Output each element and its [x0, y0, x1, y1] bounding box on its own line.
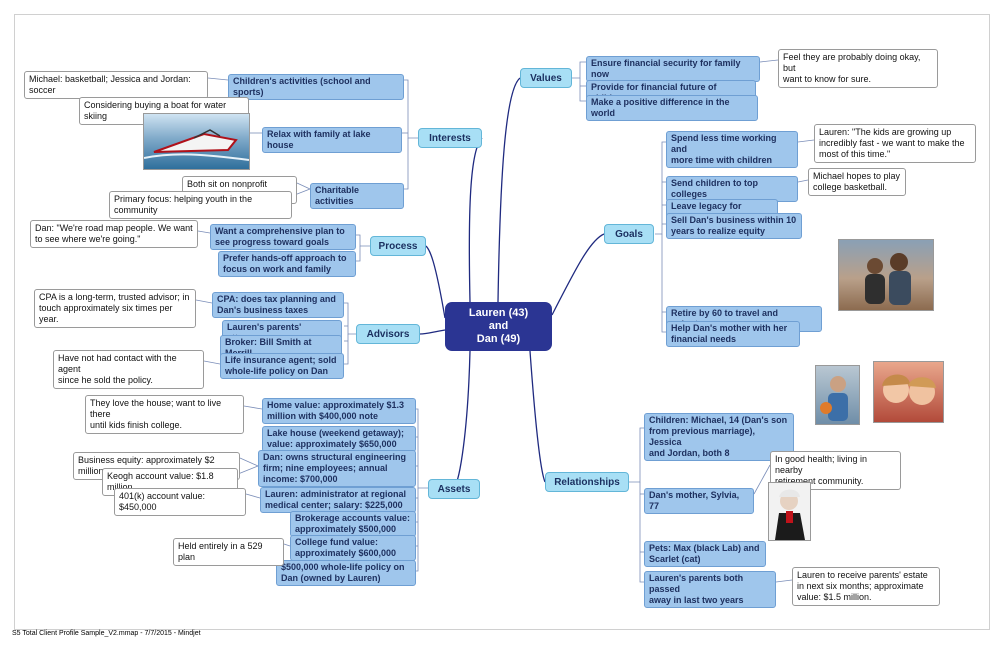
central-line-1: Lauren (43) — [468, 307, 529, 319]
sylvia-photo — [768, 482, 811, 541]
couple-photo — [838, 239, 934, 311]
assets-college-fund[interactable]: College fund value: approximately $600,0… — [290, 535, 416, 561]
assets-lauren-salary[interactable]: Lauren: administrator at regional medica… — [260, 487, 416, 513]
central-node[interactable]: Lauren (43) and Dan (49) — [445, 302, 552, 351]
values-note: Feel they are probably doing okay, but w… — [778, 49, 938, 88]
relationships-note-estate: Lauren to receive parents' estate in nex… — [792, 567, 940, 606]
relationships-pets[interactable]: Pets: Max (black Lab) and Scarlet (cat) — [644, 541, 766, 567]
topic-advisors[interactable]: Advisors — [356, 324, 420, 344]
advisors-note-cpa: CPA is a long-term, trusted advisor; in … — [34, 289, 196, 328]
relationships-parents[interactable]: Lauren's parents both passed away in las… — [644, 571, 776, 608]
assets-home[interactable]: Home value: approximately $1.3 million w… — [262, 398, 416, 424]
central-line-3: Dan (49) — [476, 333, 521, 345]
topic-interests[interactable]: Interests — [418, 128, 482, 148]
goals-colleges[interactable]: Send children to top colleges — [666, 176, 798, 202]
relationships-mother[interactable]: Dan's mother, Sylvia, 77 — [644, 488, 754, 514]
relationships-children[interactable]: Children: Michael, 14 (Dan's son from pr… — [644, 413, 794, 461]
michael-photo — [815, 365, 860, 425]
topic-values[interactable]: Values — [520, 68, 572, 88]
topic-goals[interactable]: Goals — [604, 224, 654, 244]
process-note: Dan: "We're road map people. We want to … — [30, 220, 198, 248]
assets-lake-house[interactable]: Lake house (weekend getaway); value: app… — [262, 426, 416, 452]
topic-process[interactable]: Process — [370, 236, 426, 256]
interests-lake[interactable]: Relax with family at lake house — [262, 127, 402, 153]
values-difference[interactable]: Make a positive difference in the world — [586, 95, 758, 121]
interests-note-sports: Michael: basketball; Jessica and Jordan:… — [24, 71, 208, 99]
twins-photo — [873, 361, 944, 423]
assets-life-policy[interactable]: $500,000 whole-life policy on Dan (owned… — [276, 560, 416, 586]
goals-time[interactable]: Spend less time working and more time wi… — [666, 131, 798, 168]
advisors-insurance[interactable]: Life insurance agent; sold whole-life po… — [220, 353, 344, 379]
advisors-cpa[interactable]: CPA: does tax planning and Dan's busines… — [212, 292, 344, 318]
boat-photo — [143, 113, 250, 170]
process-plan[interactable]: Want a comprehensive plan to see progres… — [210, 224, 356, 250]
assets-note-529: Held entirely in a 529 plan — [173, 538, 284, 566]
central-line-2: and — [488, 320, 509, 332]
assets-note-401k: 401(k) account value: $450,000 — [114, 488, 246, 516]
interests-note-youth: Primary focus: helping youth in the comm… — [109, 191, 292, 219]
interests-charitable[interactable]: Charitable activities — [310, 183, 404, 209]
interests-children[interactable]: Children's activities (school and sports… — [228, 74, 404, 100]
assets-brokerage[interactable]: Brokerage accounts value: approximately … — [290, 511, 416, 537]
footer-caption: S5 Total Client Profile Sample_V2.mmap -… — [12, 630, 201, 637]
advisors-note-agent: Have not had contact with the agent sinc… — [53, 350, 204, 389]
topic-assets[interactable]: Assets — [428, 479, 480, 499]
goals-mother[interactable]: Help Dan's mother with her financial nee… — [666, 321, 800, 347]
goals-sell-business[interactable]: Sell Dan's business within 10 years to r… — [666, 213, 802, 239]
process-hands-off[interactable]: Prefer hands-off approach to focus on wo… — [218, 251, 356, 277]
goals-note-lauren: Lauren: "The kids are growing up incredi… — [814, 124, 976, 163]
values-security[interactable]: Ensure financial security for family now — [586, 56, 760, 82]
assets-note-house: They love the house; want to live there … — [85, 395, 244, 434]
topic-relationships[interactable]: Relationships — [545, 472, 629, 492]
assets-dan-firm[interactable]: Dan: owns structural engineering firm; n… — [258, 450, 416, 487]
goals-note-michael: Michael hopes to play college basketball… — [808, 168, 906, 196]
